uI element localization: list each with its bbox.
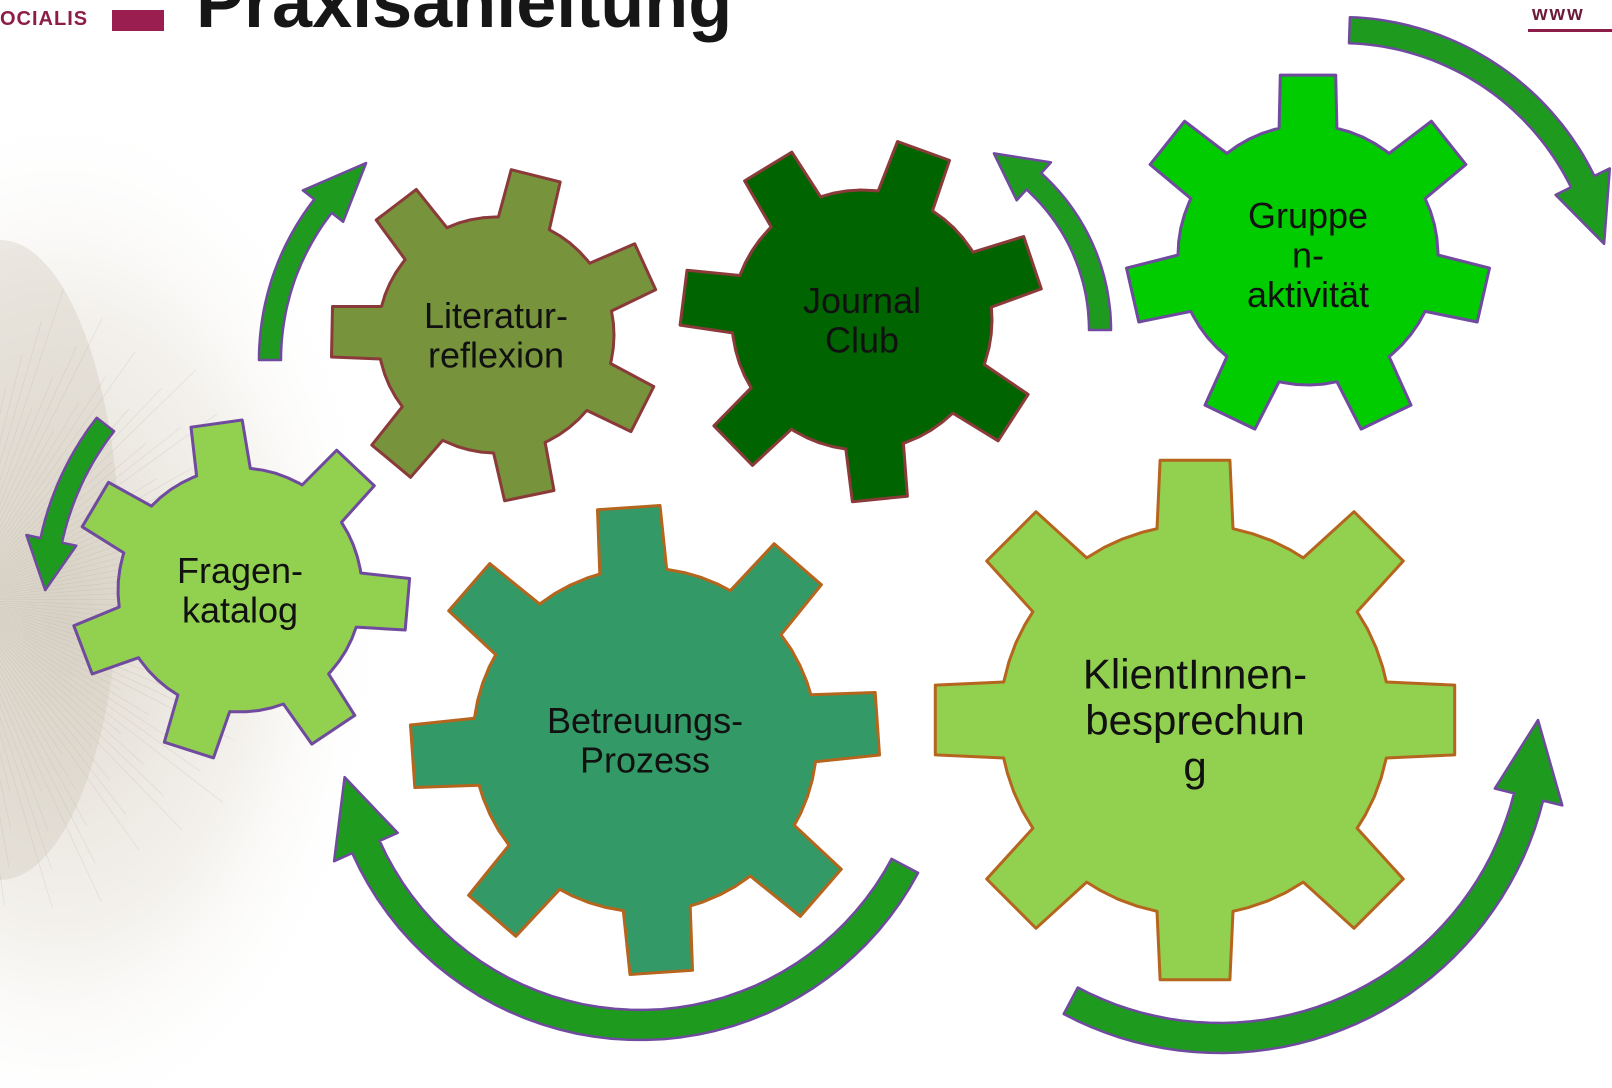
arrow-top-right [1347,15,1612,246]
gear-journal-label-line: Club [825,319,899,360]
gear-literatur-label-line: reflexion [428,334,564,375]
gear-fragen-label-line: Fragen- [177,550,303,591]
brand-bar [112,10,164,31]
gear-betreuung-label-line: Betreuungs- [547,700,743,741]
gear-journal-label-line: Journal [803,280,921,321]
brand-logo-text: OCIALIS [0,8,89,30]
gear-gruppe-label-line: Gruppe [1248,195,1368,236]
gear-journal-shape [678,140,1043,504]
arrow-journal-up [992,152,1113,332]
gear-gruppe-label-line: n- [1292,235,1324,276]
gear-literatur-label-line: Literatur- [424,295,568,336]
gear-betreuung-shape [409,504,881,976]
gear-betreuung-label-line: Prozess [580,739,710,780]
gear-literatur: Literatur-reflexion [330,168,658,503]
cycle-arrows [25,15,1612,1055]
gear-klient-shape [933,458,1457,982]
gear-betreuung: Betreuungs-Prozess [409,504,881,976]
gear-klient-label-line: g [1183,743,1206,790]
gear-diagram: Fragen-katalogLiteratur-reflexionJournal… [72,73,1491,982]
web-badge-text: www [1532,3,1585,25]
arrow-klient-loop [1062,718,1564,1055]
gear-gruppe-shape [1125,73,1491,431]
slide-title: Praxisanleitung [196,0,733,43]
gear-literatur-shape [330,168,658,503]
gear-fragen-label-line: katalog [182,589,298,630]
arrow-literatur-up [257,161,368,362]
gear-fragen-shape [72,418,412,760]
gear-gruppe-label-line: aktivität [1247,274,1369,315]
gear-klient-label-line: besprechun [1085,697,1305,744]
gear-fragen: Fragen-katalog [72,418,412,760]
gear-klient-label-line: KlientInnen- [1083,651,1307,698]
arrow-left-down [25,416,116,592]
web-badge [1528,0,1612,32]
arrow-betreuung-loop [332,775,920,1042]
